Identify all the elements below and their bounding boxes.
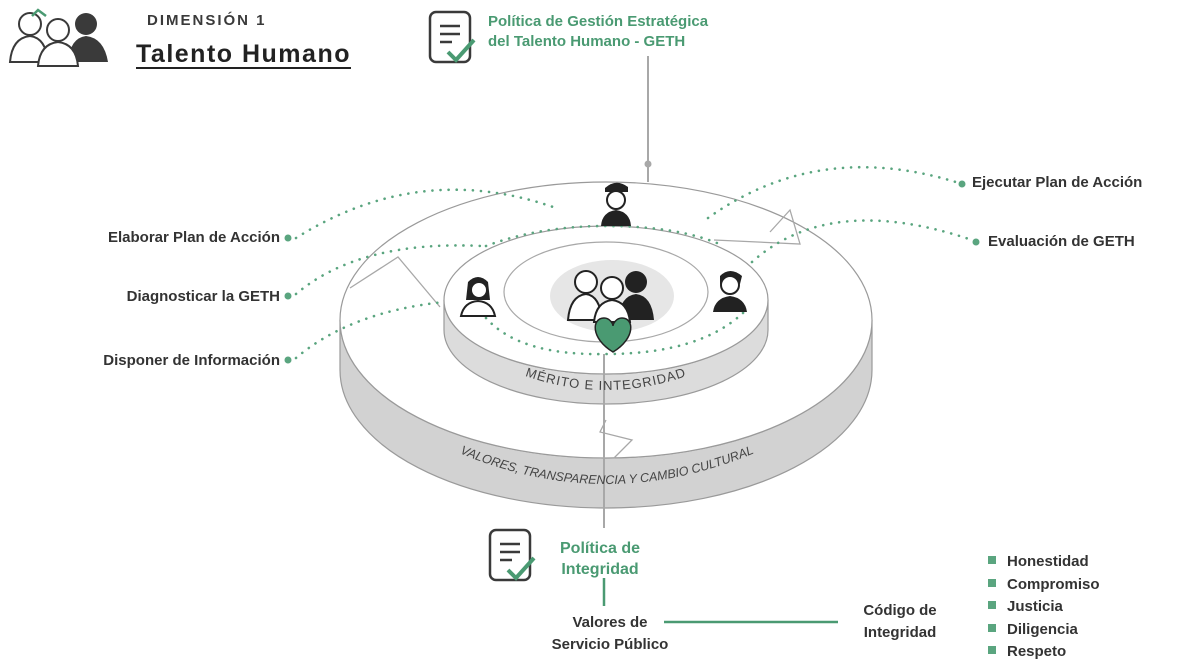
integrity-policy-label: Política de Integridad [560, 538, 640, 580]
list-item: Justicia [988, 596, 1100, 619]
values-line2: Servicio Público [551, 636, 669, 653]
people-icon [8, 8, 108, 67]
connector-ejecutar [706, 165, 964, 220]
person-icon-left [459, 277, 497, 317]
heart-icon [594, 317, 632, 353]
connector-elaborar [294, 188, 558, 240]
public-service-values-label: Valores de Servicio Público [530, 612, 690, 656]
step-label-evaluacion: Evaluación de GETH [988, 233, 1135, 250]
geth-policy-line2: del Talento Humano - GETH [488, 33, 686, 50]
integrity-policy-line2: Integridad [561, 561, 639, 578]
value-justicia: Justicia [1007, 598, 1063, 615]
list-item: Respeto [988, 641, 1100, 664]
path-line-left [349, 256, 441, 308]
step-dot-elaborar [284, 234, 292, 242]
list-item: Compromiso [988, 574, 1100, 597]
step-dot-disponer [284, 356, 292, 364]
bullet-square-icon [988, 623, 996, 632]
list-item: Diligencia [988, 619, 1100, 642]
policy-document-icon [428, 10, 476, 64]
team-icon [566, 270, 654, 323]
step-label-ejecutar: Ejecutar Plan de Acción [972, 174, 1143, 191]
step-label-disponer: Disponer de Información [103, 352, 280, 369]
step-label-diagnosticar: Diagnosticar la GETH [126, 288, 280, 305]
bullet-square-icon [988, 601, 996, 609]
integrity-code-label: Código de Integridad [840, 600, 960, 644]
person-icon-top [601, 182, 631, 226]
value-compromiso: Compromiso [1007, 575, 1100, 593]
bullet-square-icon [988, 556, 996, 564]
bullet-square-icon [988, 578, 996, 587]
integrity-policy-line1: Política de [560, 540, 641, 557]
page-title: Talento Humano [136, 40, 351, 68]
geth-policy-label: Política de Gestión Estratégica del Tale… [488, 12, 708, 52]
code-line2: Integridad [863, 624, 937, 641]
step-dot-evaluacion [972, 238, 980, 246]
code-line1: Código de [863, 602, 937, 619]
connector-diagnosticar [294, 244, 484, 296]
inner-dotted-loop [484, 310, 746, 356]
person-icon-right [713, 271, 747, 312]
values-line1: Valores de [572, 614, 648, 631]
step-dot-ejecutar [958, 180, 966, 188]
value-respeto: Respeto [1007, 643, 1067, 660]
connector-evaluacion [750, 219, 974, 264]
path-line-right [713, 208, 801, 245]
integrity-document-icon [488, 528, 536, 582]
geth-policy-line1: Política de Gestión Estratégica [488, 13, 709, 30]
dimension-label: DIMENSIÓN 1 [147, 12, 267, 29]
bullet-square-icon [988, 646, 996, 654]
step-label-elaborar: Elaborar Plan de Acción [108, 229, 280, 246]
value-diligencia: Diligencia [1007, 620, 1078, 638]
values-list: Honestidad Compromiso Justicia Diligenci… [988, 551, 1100, 664]
list-item: Honestidad [988, 551, 1100, 574]
connector-disponer [294, 300, 446, 360]
step-dot-diagnosticar [284, 292, 292, 300]
geth-connector-dot [644, 160, 652, 168]
value-honestidad: Honestidad [1007, 553, 1089, 570]
